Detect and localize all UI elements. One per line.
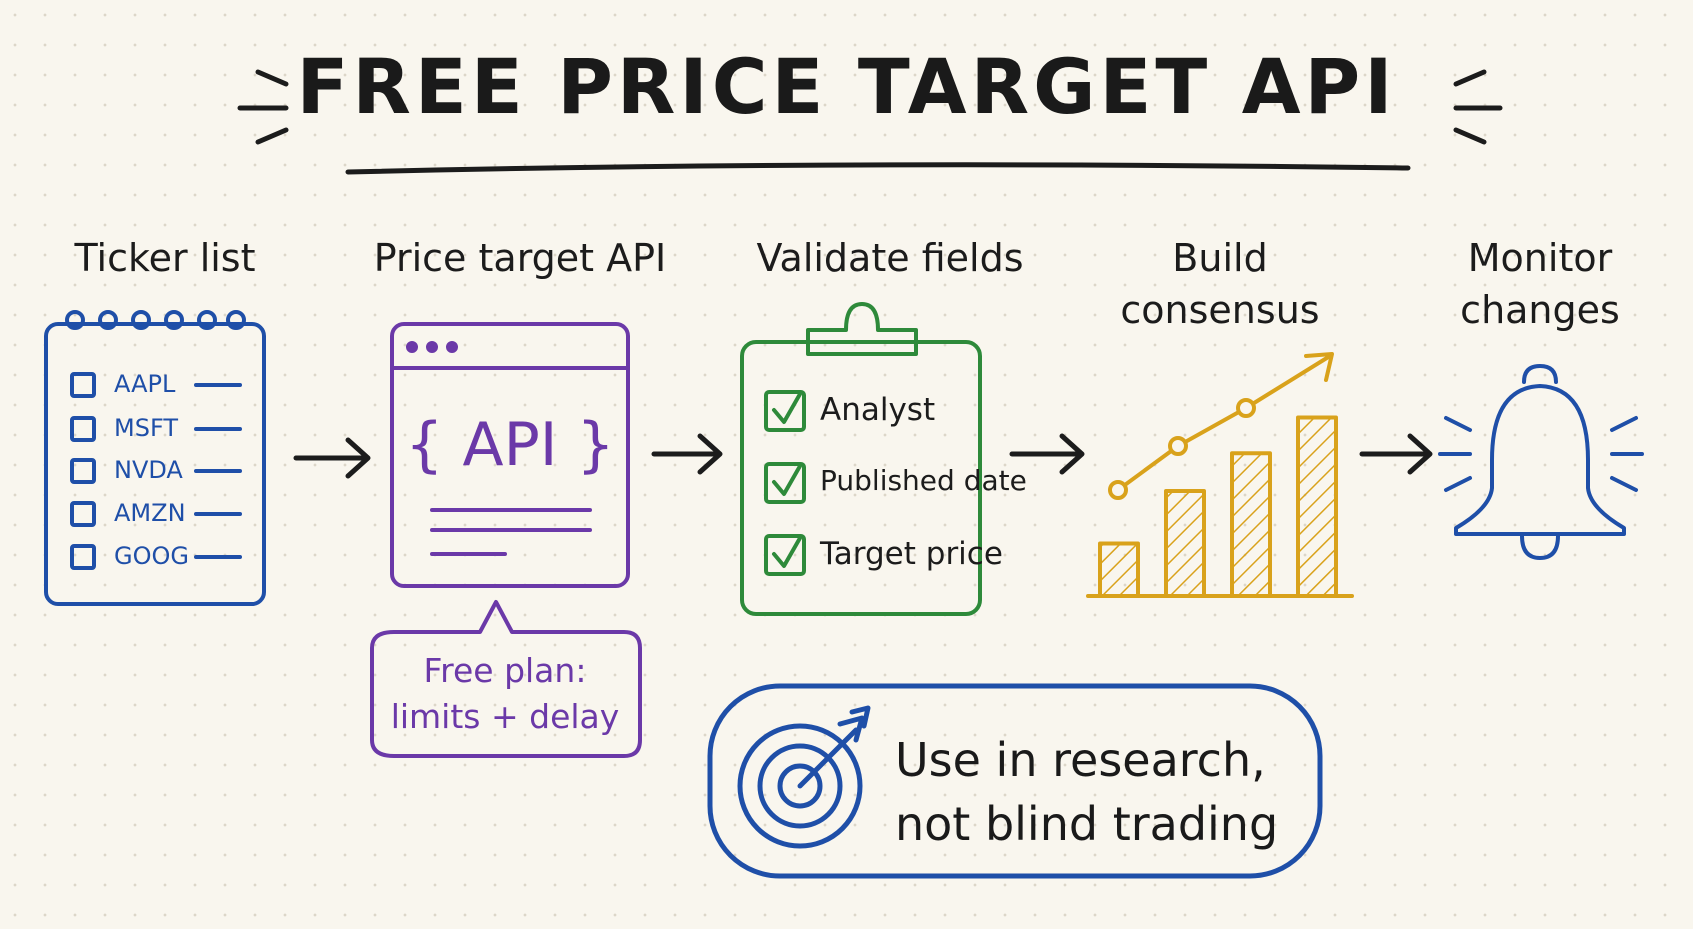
ticker-item: AMZN (114, 499, 186, 527)
bell-icon (1438, 364, 1644, 560)
target-icon (737, 705, 871, 849)
step-label-line: Monitor (1467, 236, 1613, 280)
trend-point (1108, 480, 1128, 500)
ticker-item: AAPL (114, 370, 176, 398)
spiral-rings (65, 310, 246, 330)
sparkle-line (255, 69, 289, 87)
checkbox-icons (764, 390, 806, 576)
trend-arrowhead (1304, 352, 1334, 382)
chart-bar (1098, 541, 1140, 598)
research-note-line: not blind trading (895, 797, 1279, 851)
speech-bubble (370, 600, 642, 758)
trend-point (1236, 398, 1256, 418)
chart-bar (1230, 451, 1272, 599)
step-label-line: consensus (1120, 288, 1320, 332)
ticker-item: GOOG (114, 542, 189, 570)
ticker-item: MSFT (114, 414, 178, 442)
ticker-item: NVDA (114, 456, 183, 484)
step-label-ticker-list: Ticker list (74, 236, 256, 280)
arrow-right-icon (293, 437, 371, 479)
research-note-line: Use in research, (895, 733, 1266, 787)
sparkle-line (255, 127, 289, 145)
chart-bar (1296, 415, 1338, 598)
ringing-lines (1438, 416, 1644, 492)
chart-bar (1164, 489, 1206, 598)
step-label-price-target-api: Price target API (373, 236, 667, 280)
free-plan-line: Free plan: (423, 651, 587, 690)
trend-line (1116, 354, 1332, 492)
api-label: { API } (405, 410, 615, 480)
arrow-right-icon (1359, 433, 1433, 475)
sparkle-line (1453, 69, 1487, 87)
sparkle-line (1453, 127, 1487, 145)
arrow-right-icon (1009, 433, 1085, 475)
api-window-icon (370, 322, 642, 758)
flow-arrows (293, 433, 1433, 479)
title-decoration (237, 69, 1503, 175)
research-note-box (707, 683, 1323, 879)
step-label-build-consensus: Build consensus (1110, 232, 1330, 336)
clipboard-icon (740, 302, 982, 616)
step-label-validate-fields: Validate fields (756, 236, 1024, 280)
trend-point (1168, 436, 1188, 456)
ticker-checkboxes (70, 372, 96, 570)
step-label-line: Build (1172, 236, 1268, 280)
ticker-lines (194, 383, 242, 559)
page-title: FREE PRICE TARGET API (296, 42, 1397, 131)
clipboard-clip (806, 302, 918, 356)
research-note-text: Use in research, not blind trading (895, 728, 1315, 856)
free-plan-line: limits + delay (390, 697, 620, 736)
step-label-line: changes (1460, 288, 1620, 332)
free-plan-note: Free plan: limits + delay (370, 648, 640, 740)
consensus-chart-icon (1086, 352, 1354, 599)
notepad-icon (44, 310, 266, 606)
arrow-right-icon (651, 433, 723, 475)
step-label-monitor-changes: Monitor changes (1440, 232, 1640, 336)
checklist-item-target-price: Target price (820, 536, 1003, 572)
title-underline (345, 162, 1411, 175)
checklist-item-analyst: Analyst (820, 392, 936, 428)
checklist-item-published-date: Published date (820, 464, 1027, 497)
